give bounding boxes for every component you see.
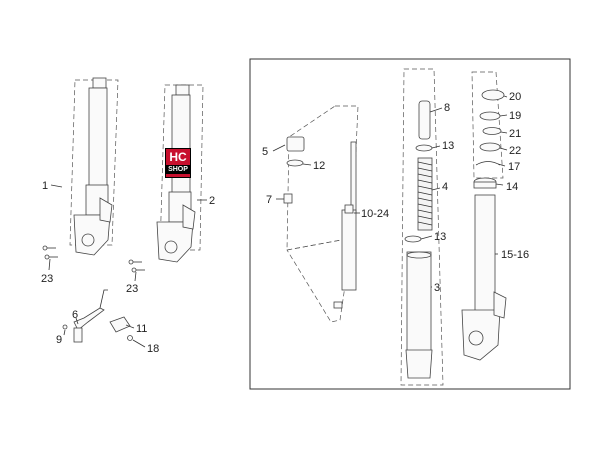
callout-20: 20 [509,91,521,103]
washer-13b [404,235,422,243]
slider-15-16 [461,194,507,361]
callout-6: 6 [72,309,78,321]
ring-19 [479,111,501,121]
callout-13-top: 13 [442,140,454,152]
part-7 [283,193,293,204]
oring-12 [286,159,304,167]
logo-line-1: HC [169,150,187,164]
callout-15-16: 15-16 [501,249,529,261]
screws-23b [128,259,145,273]
callout-18: 18 [147,343,159,355]
tube-group-outline [400,68,444,386]
callout-5: 5 [262,146,268,158]
sensor-bracket-6 [73,289,108,343]
callout-14: 14 [506,181,518,193]
damper-rod-10-24 [341,141,357,291]
leader-lines [48,95,508,348]
spacer-8 [418,100,431,140]
dust-seal-14 [473,177,497,189]
stanchion-3 [405,251,433,379]
bushing-22 [479,142,501,152]
callout-23-right: 23 [126,283,138,295]
cap-5 [286,136,305,152]
callout-2: 2 [209,195,215,207]
screws-23a [42,245,58,260]
callout-17: 17 [508,161,520,173]
callout-23-left: 23 [41,273,53,285]
washer-small [333,301,343,309]
callout-4: 4 [442,181,448,193]
callout-19: 19 [509,110,521,122]
callout-3: 3 [434,282,440,294]
callout-22: 22 [509,145,521,157]
screw-9 [62,324,68,330]
slider-group-outline [471,71,504,179]
callout-7: 7 [266,194,272,206]
seal-20 [481,89,505,101]
screw-18 [127,335,133,341]
callout-11: 11 [136,323,147,335]
callout-10-24: 10-24 [361,208,389,220]
clamp-11 [109,316,131,333]
callout-8: 8 [444,102,450,114]
callout-9: 9 [56,334,62,346]
logo-line-2: SHOP [166,165,190,174]
hc-shop-logo: HC SHOP [165,148,191,178]
washer-13a [415,144,433,152]
clip-17 [475,161,501,166]
spring-4 [417,157,433,231]
fork-leg-left [69,77,119,256]
callout-21: 21 [509,128,521,140]
cartridge-lower-outline [286,237,353,323]
callout-12: 12 [313,160,325,172]
callout-13-bottom: 13 [434,231,446,243]
detail-frame [249,58,571,390]
callout-1: 1 [42,180,48,192]
bushing-21 [482,127,502,135]
